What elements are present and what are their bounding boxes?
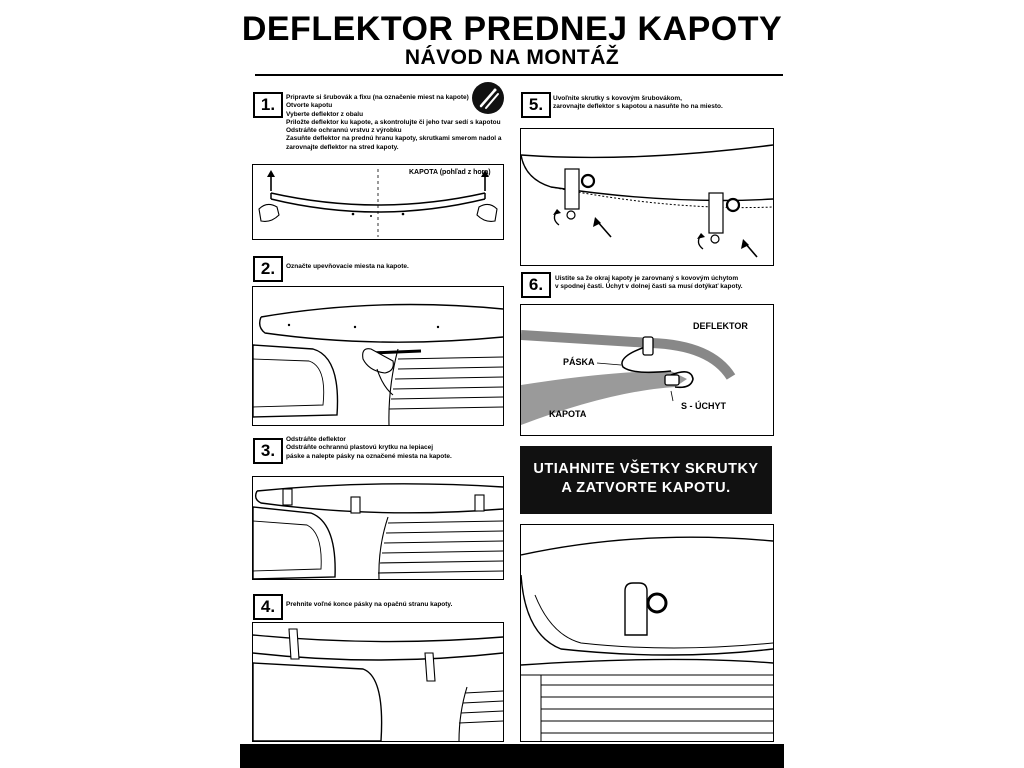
label-paska: PÁSKA [563, 357, 595, 367]
step-4-illustration [252, 622, 504, 742]
final-instruction-banner: UTIAHNITE VŠETKY SKRUTKY A ZATVORTE KAPO… [520, 446, 772, 514]
footer-bar [240, 744, 784, 768]
step-2-number: 2. [253, 256, 283, 282]
step-2-text: Označte upevňovacie miesta na kapote. [286, 263, 409, 270]
step-5-text: Uvoľnite skrutky s kovovým šrubovákom, z… [553, 95, 723, 111]
step-4-text: Prehnite voľné konce pásky na opačnú str… [286, 601, 453, 608]
step-1-illustration: KAPOTA (pohľad z hora) [252, 164, 504, 240]
final-illustration [520, 524, 774, 742]
step-1-number: 1. [253, 92, 283, 118]
step-1-panel-label: KAPOTA (pohľad z hora) [409, 169, 491, 176]
step-3-number: 3. [253, 438, 283, 464]
step-2-illustration [252, 286, 504, 426]
step-6-text: Uistite sa že okraj kapoty je zarovnaný … [555, 275, 743, 291]
label-s-uchyt: S - ÚCHYT [681, 401, 726, 411]
step-3-text: Odstráňte deflektor Odstráňte ochrannú p… [286, 436, 452, 460]
banner-line-2: A ZATVORTE KAPOTU. [561, 480, 731, 496]
step-6-number: 6. [521, 272, 551, 298]
label-kapota: KAPOTA [549, 409, 587, 419]
page-subtitle: NÁVOD NA MONTÁŽ [404, 46, 620, 69]
step-6-illustration: DEFLEKTOR PÁSKA KAPOTA S - ÚCHYT [520, 304, 774, 436]
title-divider [255, 74, 783, 76]
page-title: DEFLEKTOR PREDNEJ KAPOTY [241, 10, 783, 48]
screwdriver-and-marker-icon [472, 82, 504, 114]
step-1-text: Pripravte si šrubovák a fixu (na označen… [286, 94, 502, 151]
step-3-illustration [252, 476, 504, 580]
step-5-number: 5. [521, 92, 551, 118]
step-4-number: 4. [253, 594, 283, 620]
label-deflektor: DEFLEKTOR [693, 321, 748, 331]
step-5-illustration [520, 128, 774, 266]
banner-line-1: UTIAHNITE VŠETKY SKRUTKY [533, 461, 759, 477]
